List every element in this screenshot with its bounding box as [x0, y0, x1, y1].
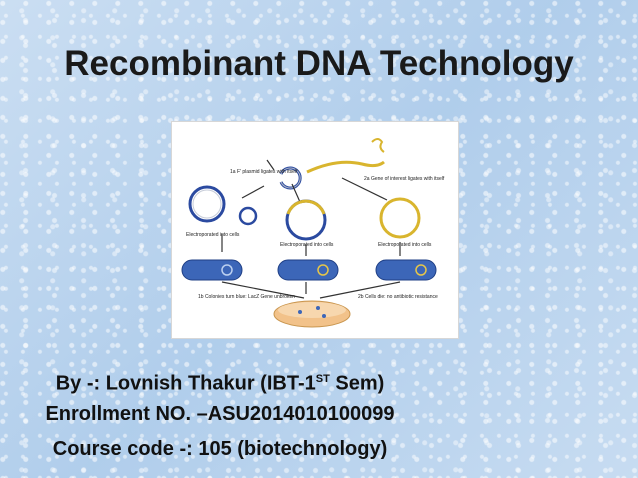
- course-line: Course code -: 105 (biotechnology): [52, 438, 388, 460]
- cut-plasmid-icon: [279, 166, 302, 190]
- label-2a: 2a Gene of interest ligates with itself: [364, 176, 445, 182]
- plasmid-1a-icon: [188, 185, 226, 223]
- gene-fragment-icon: [306, 138, 385, 174]
- recombinant-plasmid-icon: [285, 199, 327, 241]
- enrollment-line: Enrollment NO. –ASU2014010100099: [45, 403, 395, 425]
- author-line: By -: Lovnish Thakur (IBT-1ST Sem): [0, 362, 440, 397]
- author-suffix: Sem): [329, 372, 385, 395]
- label-1b: 1b Colonies turn blue: LacZ Gene unbroke…: [198, 294, 295, 300]
- label-2b: 2b Cells die: no antibiotic resistance: [358, 294, 438, 300]
- plasmid-2a-icon: [379, 197, 421, 239]
- petri-dish-icon: [273, 300, 351, 328]
- top-arrows: [241, 159, 388, 203]
- label-electro-left: Electroporated into cells: [186, 232, 240, 238]
- label-1a: 1a F' plasmid ligates with itself: [230, 169, 298, 175]
- cell-middle-icon: [277, 259, 339, 281]
- cell-right-icon: [375, 259, 437, 281]
- credits-block: By -: Lovnish Thakur (IBT-1ST Sem) Enrol…: [0, 362, 440, 467]
- slide-title: Recombinant DNA Technology: [64, 44, 574, 83]
- label-electro-right: Electroporated into cells: [378, 242, 432, 248]
- label-electro-mid: Electroporated into cells: [280, 242, 334, 248]
- author-text: By -: Lovnish Thakur (IBT-1: [55, 372, 316, 395]
- recombinant-dna-diagram: 1a F' plasmid ligates with itself 2a Gen…: [171, 121, 459, 339]
- small-plasmid-icon: [238, 206, 258, 226]
- author-superscript: ST: [315, 373, 330, 385]
- cell-left-icon: [181, 259, 243, 281]
